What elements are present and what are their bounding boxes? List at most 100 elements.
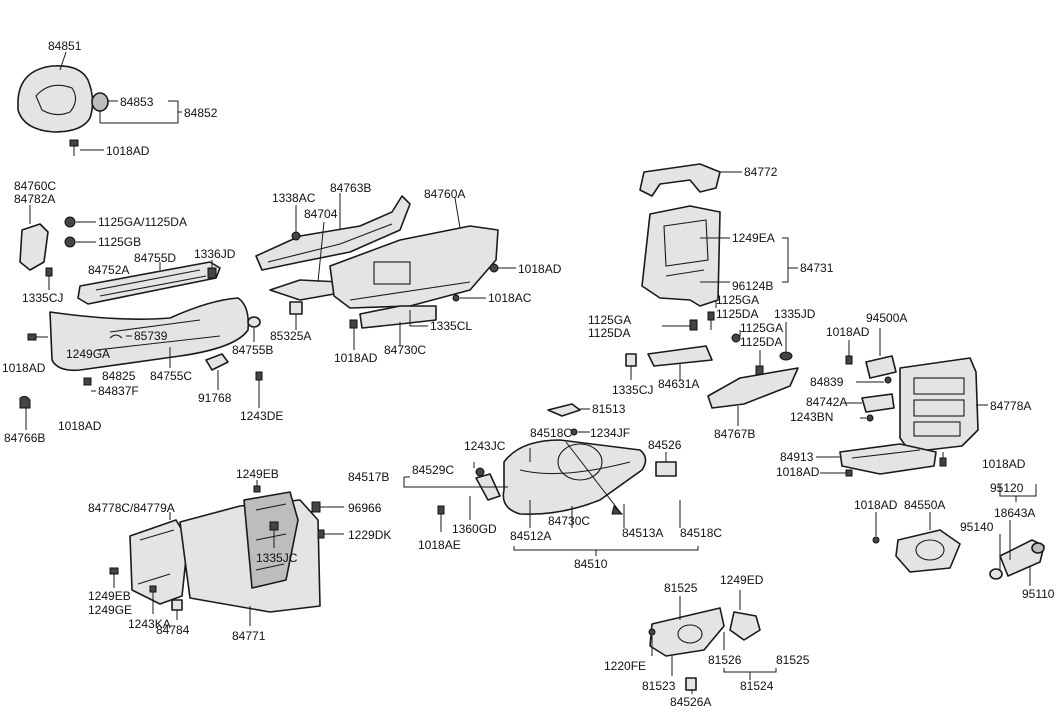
bracket-84767B-part bbox=[707, 367, 799, 409]
label-18643A: 18643A bbox=[994, 506, 1035, 520]
label-84513A: 84513A bbox=[622, 526, 663, 540]
label-1125DA-c: 1125DA bbox=[740, 335, 782, 349]
label-84517B: 84517B bbox=[348, 470, 389, 484]
tray-84742A-part bbox=[861, 393, 895, 413]
screw-icon bbox=[69, 139, 79, 156]
screw-icon bbox=[489, 263, 499, 273]
label-1335JD: 1335JD bbox=[774, 307, 816, 321]
label-1125GA-c: 1125GA bbox=[740, 321, 783, 335]
label-1125DA-a: 1125DA bbox=[716, 307, 758, 321]
label-1018AD-i: 1018AD bbox=[854, 498, 898, 512]
label-1243KA: 1243KA bbox=[128, 617, 171, 631]
label-1125GA-b: 1125GA bbox=[588, 313, 631, 327]
label-84825: 84825 bbox=[102, 369, 136, 383]
label-84752A: 84752A bbox=[88, 263, 129, 277]
clip-85739-part bbox=[109, 334, 123, 339]
glove-box-group bbox=[403, 403, 699, 556]
handle-81525-part bbox=[649, 607, 725, 657]
steering-column-shroud-group bbox=[17, 51, 182, 156]
clip-icon bbox=[19, 395, 31, 409]
label-84730C-a: 84730C bbox=[384, 343, 426, 357]
label-94500A: 94500A bbox=[866, 311, 907, 325]
part-number-labels: 84851 84853 84852 1018AD 84760C 84782A 1… bbox=[2, 39, 1055, 709]
label-1018AD-e: 1018AD bbox=[58, 419, 102, 433]
label-81525-b: 81525 bbox=[776, 653, 810, 667]
label-84771: 84771 bbox=[232, 629, 266, 643]
label-84631A: 84631A bbox=[658, 377, 699, 391]
label-1018AD-a: 1018AD bbox=[106, 144, 150, 158]
screw-icon bbox=[437, 505, 445, 515]
fascia-84731-part bbox=[641, 205, 721, 307]
label-1018AD-f: 1018AD bbox=[826, 325, 870, 339]
label-84529C: 84529C bbox=[412, 463, 454, 477]
bracket-84730C-part bbox=[359, 305, 437, 329]
cap-84755B-part bbox=[247, 316, 261, 328]
shroud-grommet-part bbox=[91, 92, 109, 112]
label-81526: 81526 bbox=[708, 653, 742, 667]
label-84526-part bbox=[655, 461, 677, 477]
label-84510: 84510 bbox=[574, 557, 608, 571]
glove-box-84510-part bbox=[502, 439, 647, 516]
label-84778C-84779A: 84778C/84779A bbox=[88, 501, 175, 515]
screw-icon bbox=[317, 529, 325, 539]
screw-icon bbox=[452, 294, 460, 302]
label-84839: 84839 bbox=[810, 375, 844, 389]
label-1125GB: 1125GB bbox=[98, 235, 141, 249]
screw-icon bbox=[845, 355, 853, 365]
label-84784: 84784 bbox=[156, 623, 190, 637]
label-84913: 84913 bbox=[780, 450, 814, 464]
label-81525-a: 81525 bbox=[664, 581, 698, 595]
label-1125GA-a: 1125GA bbox=[716, 293, 759, 307]
label-1360GD: 1360GD bbox=[452, 522, 497, 536]
lighter-group bbox=[872, 484, 1045, 586]
label-1018AC: 1018AC bbox=[488, 291, 532, 305]
screw-icon bbox=[27, 333, 37, 341]
label-1336JD: 1336JD bbox=[194, 247, 236, 261]
screw-icon bbox=[845, 469, 853, 477]
socket-84550A-part bbox=[895, 529, 961, 573]
label-1335CJ-b: 1335CJ bbox=[612, 383, 653, 397]
label-1249ED: 1249ED bbox=[720, 573, 764, 587]
screw-icon bbox=[149, 585, 157, 593]
screw-icon bbox=[311, 501, 321, 513]
label-84755C: 84755C bbox=[150, 369, 192, 383]
label-1018AD-b: 1018AD bbox=[518, 262, 562, 276]
screw-icon bbox=[648, 628, 656, 636]
label-84760C: 84760C bbox=[14, 179, 56, 193]
screw-icon bbox=[731, 333, 741, 343]
label-1243DE: 1243DE bbox=[240, 409, 283, 423]
console-bezel-84778A-part bbox=[899, 357, 979, 453]
label-84512A: 84512A bbox=[510, 529, 551, 543]
label-1243BN: 1243BN bbox=[790, 410, 833, 424]
label-84755D: 84755D bbox=[134, 251, 176, 265]
screw-icon bbox=[866, 414, 874, 422]
label-1018AD-d: 1018AD bbox=[2, 361, 46, 375]
clip-1335CJ-part bbox=[625, 353, 637, 367]
label-84704: 84704 bbox=[304, 207, 338, 221]
label-1018AE: 1018AE bbox=[418, 538, 461, 552]
ring-18643A-part bbox=[989, 568, 1003, 580]
label-1018AD-g: 1018AD bbox=[776, 465, 820, 479]
label-84730C-b: 84730C bbox=[548, 514, 590, 528]
bezel-84772-part bbox=[639, 163, 721, 197]
label-84853: 84853 bbox=[120, 95, 154, 109]
label-95140: 95140 bbox=[960, 520, 994, 534]
screw-icon bbox=[253, 485, 261, 493]
label-1249EA: 1249EA bbox=[732, 231, 775, 245]
label-84526A: 84526A bbox=[670, 695, 711, 709]
label-1018AD-h: 1018AD bbox=[982, 457, 1026, 471]
clip-85325A-part bbox=[289, 301, 303, 315]
screw-icon bbox=[939, 457, 947, 467]
label-84766B: 84766B bbox=[4, 431, 45, 445]
label-84518C-a: 84518C bbox=[530, 426, 572, 440]
label-84852: 84852 bbox=[184, 106, 218, 120]
label-84763B: 84763B bbox=[330, 181, 371, 195]
box-84913-part bbox=[839, 443, 937, 475]
label-84851: 84851 bbox=[48, 39, 82, 53]
label-84742A: 84742A bbox=[806, 395, 847, 409]
label-84837F: 84837F bbox=[98, 384, 139, 398]
label-95120: 95120 bbox=[990, 481, 1024, 495]
clip-84526A-part bbox=[685, 677, 697, 691]
label-1249GA: 1249GA bbox=[66, 347, 110, 361]
